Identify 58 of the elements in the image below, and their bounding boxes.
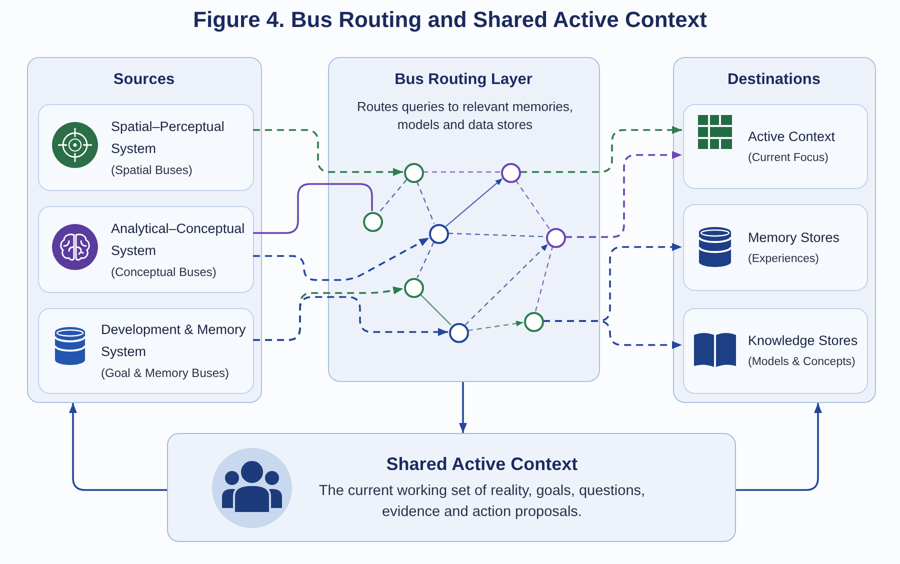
group-panel [27,57,262,403]
destination-card [683,204,868,291]
routing-node [501,163,521,183]
routing-node [404,163,424,183]
card-subtitle: (Experiences) [748,252,820,266]
panel-heading: Destinations [726,70,822,90]
connector-line [253,183,373,234]
arrow [253,296,448,341]
destination-card [683,308,868,394]
card-title: Analytical–Conceptual System [111,220,246,260]
card-subtitle: (Goal & Memory Buses) [101,365,230,382]
card-title: Memory Stores [748,228,841,247]
routing-node [449,323,469,343]
connector-line [423,171,500,173]
connector-line [515,180,550,230]
card-subtitle: (Conceptual Buses) [111,264,218,280]
card-subtitle: (Spatial Buses) [111,162,194,178]
connector-line [378,179,408,214]
arrow [468,320,524,332]
destination-card [683,104,868,189]
card-subtitle: (Models & Concepts) [748,355,856,370]
card-title: Active Context [748,128,836,146]
routing-panel [328,57,600,382]
routing-node [404,278,424,298]
connector-line [534,246,554,312]
arrow [445,178,503,227]
panel-heading: Sources [112,70,176,90]
system-card [38,308,254,394]
arrow [69,403,167,491]
system-card [38,206,254,293]
panel-description: Routes queries to relevant memories, models and data stores [356,98,574,134]
connector-line [416,242,434,278]
connector-line [448,232,546,238]
arrow [464,244,548,326]
box-heading: Shared Active Context [385,453,579,476]
system-card [38,104,254,191]
panel-heading: Bus Routing Layer [394,70,534,90]
routing-node [524,312,544,332]
context-box [167,433,736,542]
arrow [543,320,682,349]
group-panel [673,57,876,403]
arrow [459,382,467,433]
box-description: The current working set of reality, goals, questions, evidence and action proposals. [318,482,646,522]
card-subtitle: (Current Focus) [748,150,830,166]
routing-node [429,224,449,244]
figure-title: Figure 4. Bus Routing and Shared Active Context [193,7,707,32]
card-title: Development & Memory System [101,321,247,361]
card-title: Knowledge Stores [748,332,859,350]
connector-line [416,181,435,224]
arrow [736,403,822,491]
routing-node [546,228,566,248]
card-title: Spatial–Perceptual System [111,118,226,158]
routing-node [363,212,383,232]
arrow [565,151,682,238]
arrow [253,237,430,281]
arrow [520,126,682,173]
connector-line [420,294,452,326]
arrow [253,129,403,176]
